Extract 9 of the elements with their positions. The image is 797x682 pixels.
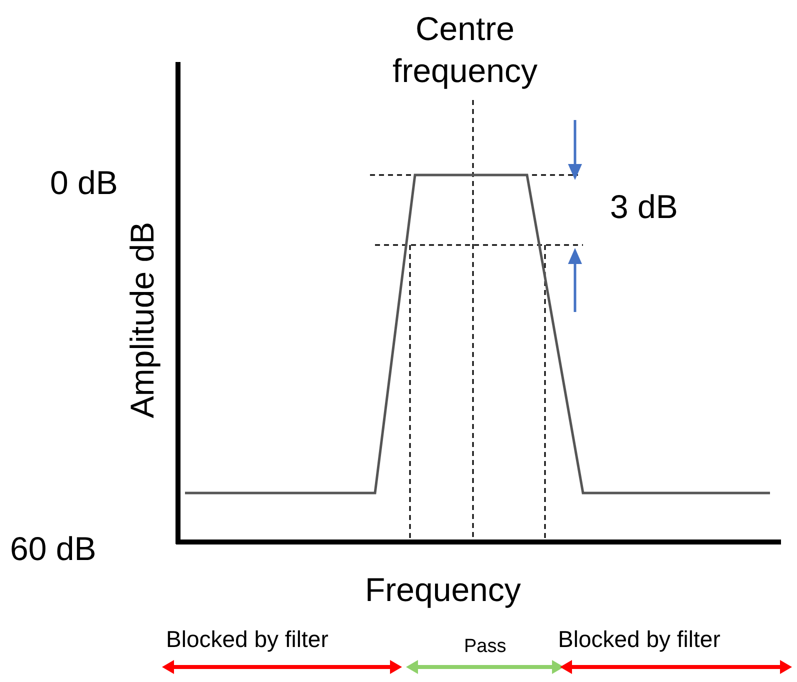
band-label: Pass: [464, 635, 506, 659]
band-label: Blocked by filter: [166, 625, 328, 654]
band-label: Blocked by filter: [558, 625, 720, 654]
tick-label: 60 dB: [10, 529, 96, 569]
tick-label: 0 dB: [50, 163, 118, 203]
attenuation-label: 3 dB: [610, 187, 678, 227]
axis-title: Frequency: [365, 570, 521, 610]
centre-frequency-label: Centre frequency: [392, 9, 538, 91]
axis-title: Amplitude dB: [122, 222, 162, 418]
